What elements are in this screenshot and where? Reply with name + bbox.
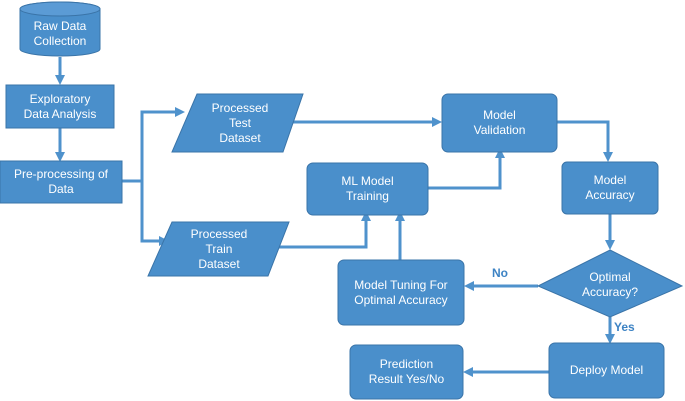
- tuning-box: [337, 259, 465, 326]
- prediction-box: [349, 344, 464, 400]
- eda-box: [5, 84, 115, 129]
- edge-label-no: No: [492, 266, 508, 280]
- edge-to-test-dataset: [140, 107, 185, 181]
- optimal-diamond: [536, 249, 684, 318]
- raw-data-cylinder-top: [19, 1, 101, 17]
- train-dataset-parallelogram: [147, 221, 290, 277]
- edge-to-train-dataset: [140, 181, 169, 246]
- ml-training-box: [306, 162, 429, 216]
- edge-train-to-training: [275, 211, 371, 249]
- deploy-box: [548, 342, 665, 399]
- edge-validation-to-accuracy: [557, 120, 613, 162]
- edge-training-to-validation: [428, 148, 505, 190]
- edge-label-yes: Yes: [614, 320, 635, 334]
- test-dataset-parallelogram: [171, 93, 304, 153]
- accuracy-box: [561, 161, 659, 215]
- validation-box: [441, 93, 558, 153]
- preprocessing-box: [0, 160, 123, 204]
